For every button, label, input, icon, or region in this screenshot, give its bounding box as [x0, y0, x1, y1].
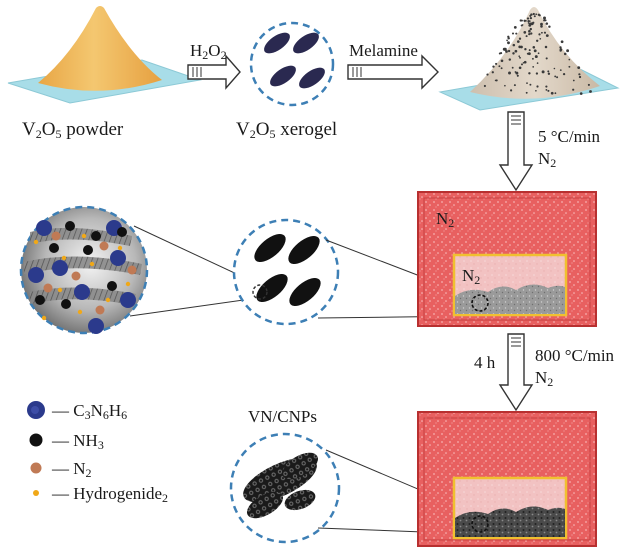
molecules	[28, 220, 137, 334]
mixed-powder-cone	[470, 7, 600, 99]
molecular-sphere	[19, 205, 149, 335]
legend-markers	[27, 401, 45, 496]
xerogel-label: V2O5 xerogel	[236, 119, 338, 141]
zoom-line-sphere-bottom	[129, 297, 259, 317]
heating-rate-1: 5 °C/min	[538, 127, 601, 146]
tube-furnace-2	[417, 411, 597, 547]
arrow-heating-2	[498, 333, 534, 412]
melamine-label: Melamine	[349, 41, 418, 60]
boat1-gas-label: N2	[462, 266, 481, 287]
arrow-heating-1	[498, 111, 534, 192]
h2o2-label: H2O2	[190, 41, 227, 62]
precursor-particles	[254, 233, 321, 307]
arrow-melamine	[347, 54, 439, 90]
v2o5-powder-label: V2O5 powder	[22, 119, 124, 141]
boat-2	[452, 476, 568, 540]
tube-furnace-1	[417, 191, 597, 327]
furnace1-gas-label: N2	[436, 209, 455, 230]
boat-1	[452, 253, 568, 317]
product-label: VN/CNPs	[248, 407, 317, 426]
melamine-dots	[483, 12, 592, 95]
legend-item-nh3: — NH3	[52, 431, 104, 452]
legend-item-n2: — N2	[52, 459, 92, 480]
legend-item-c3n6h6: — C3N6H6	[52, 401, 128, 422]
atmosphere-1: N2	[538, 149, 557, 170]
mixed-powder-illustration	[438, 7, 620, 111]
xerogel-circle	[249, 21, 335, 107]
vn-cnps-circle	[229, 432, 341, 544]
legend-item-hydrogenide: — Hydrogenide2	[52, 484, 169, 505]
v2o5-powder-illustration	[7, 6, 202, 104]
arrow-h2o2	[187, 54, 241, 90]
xerogel-particles	[264, 32, 325, 89]
hold-time-label: 4 h	[474, 353, 496, 372]
powder-cone	[38, 6, 162, 91]
temperature-label: 800 °C/min	[535, 346, 615, 365]
atmosphere-2: N2	[535, 368, 554, 389]
vn-cnps-particles	[243, 452, 319, 519]
precursor-circle	[232, 218, 340, 326]
